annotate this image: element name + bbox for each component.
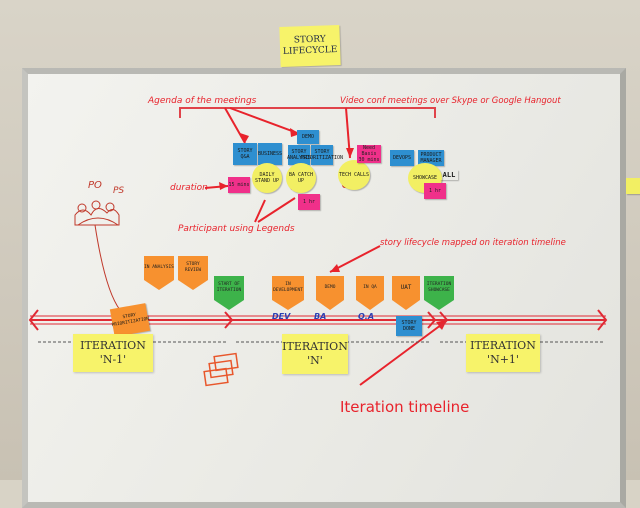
timeline-tick-1 — [224, 311, 234, 329]
timeline-annotation-arrow — [359, 321, 446, 386]
cards-drawing — [203, 352, 239, 387]
arrow-story-review-label: STORY REVIEW — [178, 256, 208, 280]
arrow-in-qa: IN QA — [356, 276, 384, 310]
arrowhead-5 — [330, 264, 340, 272]
arrowhead-3 — [346, 148, 354, 158]
sticky-story-qa: STORY Q&A — [233, 143, 257, 165]
annotation-duration: duration — [170, 183, 208, 193]
agenda-arrow-2 — [229, 107, 301, 135]
sticky-product-manager: PRODUCT MANAGER — [418, 150, 444, 166]
sticky-story-analysis: STORY ANALYSIS — [287, 145, 311, 165]
timeline-left-cap — [28, 309, 39, 331]
iteration-n-line1: ITERATION — [282, 340, 348, 353]
sticky-duration-15: 15 mins — [228, 177, 250, 193]
iteration-n-line2: 'N' — [307, 354, 323, 367]
participant-arrow-2 — [257, 197, 296, 223]
sticky-daily-standup: DAILY STAND UP — [252, 163, 282, 193]
timeline-tick-2 — [427, 311, 437, 329]
sticky-story-done: STORY DONE — [396, 316, 422, 336]
annotation-agenda: Agenda of the meetings — [148, 96, 257, 106]
annotation-video: Video conf meetings over Skype or Google… — [340, 96, 561, 106]
phase-label-ba: BA — [314, 312, 327, 321]
iteration-n-minus-1: ITERATION 'N-1' — [73, 334, 153, 372]
arrow-start-iteration: START OF ITERATION — [214, 276, 244, 310]
agenda-bracket — [179, 107, 436, 118]
phase-label-qa: Q.A — [358, 312, 375, 321]
timeline-right-cap — [597, 309, 608, 331]
iteration-n-plus-1: ITERATION 'N+1' — [466, 334, 540, 372]
sticky-ba-catchup: BA CATCH UP — [286, 163, 316, 193]
annotation-iteration-timeline: Iteration timeline — [340, 398, 470, 416]
iteration-n-minus-1-line2: 'N-1' — [99, 353, 127, 366]
sticky-need-basis: Need Basis 30 mins — [357, 145, 381, 163]
arrow-in-qa-label: IN QA — [356, 276, 384, 300]
arrow-in-development-label: IN DEVELOPMENT — [272, 276, 304, 300]
edge-note — [626, 178, 640, 194]
sticky-story-prioritization: STORY PRIORITIZATION — [301, 145, 343, 165]
arrow-demo-label: DEMO — [316, 276, 344, 300]
sticky-duration-1hr: 1 hr — [298, 194, 320, 210]
arrow-uat-label: UAT — [392, 276, 420, 300]
sticky-all-label: ALL — [440, 170, 458, 180]
participant-arrow-1 — [254, 199, 266, 223]
arrow-in-analysis-label: IN ANALYSIS — [144, 256, 174, 280]
sticky-demo: DEMO — [297, 130, 319, 144]
sticky-business: BUSINESS — [258, 143, 282, 165]
po-ps-connector — [94, 224, 121, 311]
sticky-tech-calls: TECH CALLS — [338, 160, 370, 190]
sticky-duration-1hr-b: 1 hr — [424, 183, 446, 199]
iteration-n-minus-1-line1: ITERATION — [80, 339, 146, 352]
arrow-in-development: IN DEVELOPMENT — [272, 276, 304, 310]
arrow-iteration-showcase-label: ITERATION SHOWCASE — [424, 276, 454, 300]
po-ps-group-drawing — [74, 208, 120, 226]
annotation-story-lifecycle: story lifecycle mapped on iteration time… — [380, 238, 566, 248]
agenda-arrow-1 — [224, 107, 246, 144]
iteration-n: ITERATION 'N' — [282, 334, 348, 374]
arrow-uat: UAT — [392, 276, 420, 310]
annotation-participant: Participant using Legends — [178, 224, 295, 234]
arrow-demo: DEMO — [316, 276, 344, 310]
iteration-n-plus-1-line2: 'N+1' — [487, 353, 519, 366]
arrowhead-4 — [219, 182, 228, 190]
arrow-in-analysis: IN ANALYSIS — [144, 256, 174, 290]
sticky-devops: DEVOPS — [390, 150, 414, 166]
arrowhead-1 — [240, 133, 249, 143]
phase-label-dev: DEV — [272, 312, 291, 321]
arrow-start-iteration-label: START OF ITERATION — [214, 276, 244, 300]
arrow-story-review: STORY REVIEW — [178, 256, 208, 290]
label-ps: PS — [113, 186, 125, 196]
iteration-n-plus-1-line1: ITERATION — [470, 339, 536, 352]
arrow-iteration-showcase: ITERATION SHOWCASE — [424, 276, 454, 310]
label-po: PO — [88, 180, 102, 191]
